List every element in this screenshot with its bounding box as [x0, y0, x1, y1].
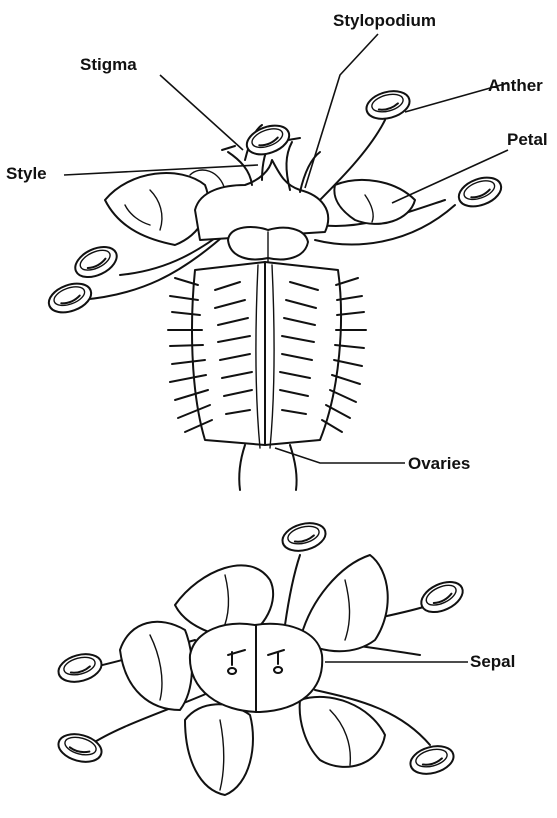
ovaries-body [168, 262, 366, 490]
leader-stigma [160, 75, 243, 150]
central-disc [190, 624, 322, 712]
side-view-flower [45, 87, 505, 490]
label-stylopodium: Stylopodium [333, 12, 436, 29]
label-sepal: Sepal [470, 653, 515, 670]
label-petal: Petal [507, 131, 548, 148]
label-style: Style [6, 165, 47, 182]
top-view-flower [55, 519, 467, 795]
label-ovaries: Ovaries [408, 455, 470, 472]
label-stigma: Stigma [80, 56, 137, 73]
label-anther: Anther [488, 77, 543, 94]
